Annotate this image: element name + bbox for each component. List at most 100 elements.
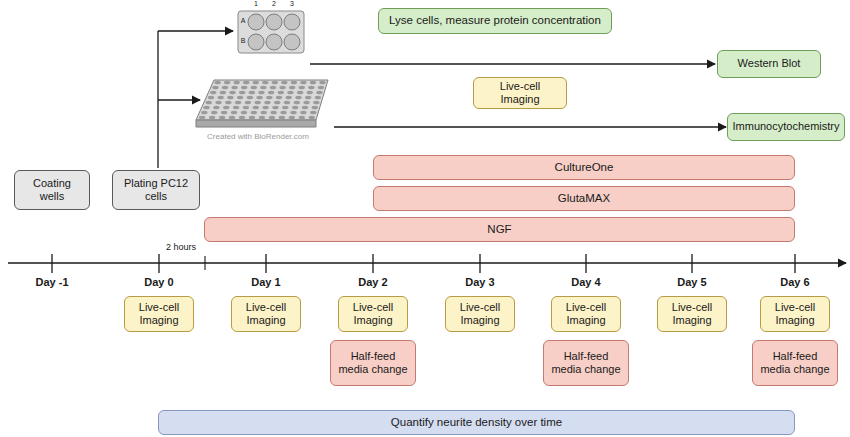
well bbox=[289, 86, 295, 90]
box-text: NGF bbox=[487, 223, 511, 237]
well bbox=[241, 111, 247, 115]
imaging-box: Live-cell Imaging bbox=[231, 296, 301, 332]
well bbox=[218, 96, 224, 100]
well bbox=[225, 101, 231, 105]
media-change-box: Half-feed media change bbox=[543, 340, 629, 386]
well bbox=[234, 81, 240, 85]
well bbox=[220, 91, 226, 95]
day-label: Day 2 bbox=[358, 276, 387, 288]
well bbox=[231, 111, 237, 115]
ninety-six-well-plate bbox=[196, 80, 328, 120]
well bbox=[307, 91, 313, 95]
timeline-axis bbox=[8, 262, 846, 263]
well bbox=[316, 91, 322, 95]
well bbox=[276, 96, 282, 100]
well bbox=[215, 101, 221, 105]
box-text: Live-cell Imaging bbox=[557, 301, 615, 327]
well bbox=[279, 116, 285, 120]
well bbox=[292, 106, 298, 110]
branch-arrow bbox=[158, 99, 200, 100]
branch-arrow bbox=[158, 30, 233, 31]
credit-note: Created with BioRender.com bbox=[207, 132, 309, 141]
well bbox=[223, 106, 229, 110]
well bbox=[300, 111, 306, 115]
well bbox=[269, 116, 275, 120]
well bbox=[315, 96, 321, 100]
well-row: A bbox=[241, 17, 246, 24]
well bbox=[291, 81, 297, 85]
well bbox=[249, 91, 255, 95]
day-label: Day 4 bbox=[571, 276, 600, 288]
timeline-tick bbox=[158, 254, 159, 273]
imaging-box: Live-cell Imaging bbox=[124, 296, 194, 332]
step-box: Plating PC12 cells bbox=[112, 170, 200, 210]
box-text: CultureOne bbox=[555, 161, 614, 175]
well bbox=[284, 101, 290, 105]
well bbox=[278, 91, 284, 95]
media-change-box: Half-feed media change bbox=[330, 340, 416, 386]
well bbox=[280, 111, 286, 115]
well bbox=[233, 106, 239, 110]
well bbox=[237, 96, 243, 100]
endpoint-box: Immunocytochemistry bbox=[727, 113, 846, 141]
well-number: 1 bbox=[254, 0, 258, 7]
well bbox=[270, 111, 276, 115]
well bbox=[266, 14, 282, 30]
well bbox=[299, 116, 305, 120]
box-text: Live-cell Imaging bbox=[344, 301, 402, 327]
well bbox=[253, 81, 259, 85]
well bbox=[274, 101, 280, 105]
well bbox=[319, 81, 325, 85]
well bbox=[208, 96, 214, 100]
treatment-bar: GlutaMAX bbox=[373, 186, 795, 211]
box-text: Coating wells bbox=[20, 177, 84, 203]
well bbox=[222, 86, 228, 90]
box-text: Half-feed media change bbox=[758, 350, 832, 376]
well bbox=[243, 106, 249, 110]
well bbox=[302, 106, 308, 110]
well bbox=[268, 91, 274, 95]
well bbox=[213, 106, 219, 110]
well bbox=[261, 111, 267, 115]
well bbox=[279, 86, 285, 90]
box-text: Live-cell Imaging bbox=[237, 301, 295, 327]
well bbox=[318, 86, 324, 90]
well bbox=[231, 86, 237, 90]
box-text: Live-cell Imaging bbox=[130, 301, 188, 327]
treatment-bar: NGF bbox=[204, 217, 795, 242]
flow-arrow bbox=[310, 63, 715, 64]
box-text: Live-cell Imaging bbox=[451, 301, 509, 327]
well bbox=[247, 96, 253, 100]
well bbox=[290, 111, 296, 115]
well bbox=[294, 101, 300, 105]
well bbox=[259, 116, 265, 120]
well bbox=[245, 101, 251, 105]
well bbox=[254, 101, 260, 105]
imaging-box: Live-cell Imaging bbox=[338, 296, 408, 332]
well bbox=[239, 91, 245, 95]
well bbox=[289, 116, 295, 120]
box-text: Plating PC12 cells bbox=[118, 177, 194, 203]
well bbox=[272, 106, 278, 110]
timeline-tick bbox=[372, 254, 373, 273]
well bbox=[313, 101, 319, 105]
timeline-tick bbox=[585, 254, 586, 273]
well bbox=[249, 116, 255, 120]
imaging-box: Live-cell Imaging bbox=[473, 77, 567, 109]
well bbox=[203, 106, 209, 110]
well bbox=[248, 34, 264, 50]
well bbox=[299, 86, 305, 90]
well bbox=[286, 96, 292, 100]
well bbox=[253, 106, 259, 110]
well-row: B bbox=[241, 37, 246, 44]
media-change-box: Half-feed media change bbox=[752, 340, 838, 386]
timeline-tick bbox=[265, 254, 266, 273]
well bbox=[262, 81, 268, 85]
well bbox=[258, 91, 264, 95]
day-label: Day 0 bbox=[144, 276, 173, 288]
imaging-box: Live-cell Imaging bbox=[657, 296, 727, 332]
well bbox=[251, 86, 257, 90]
timeline-tick bbox=[479, 254, 480, 273]
well bbox=[297, 91, 303, 95]
well bbox=[266, 34, 282, 50]
